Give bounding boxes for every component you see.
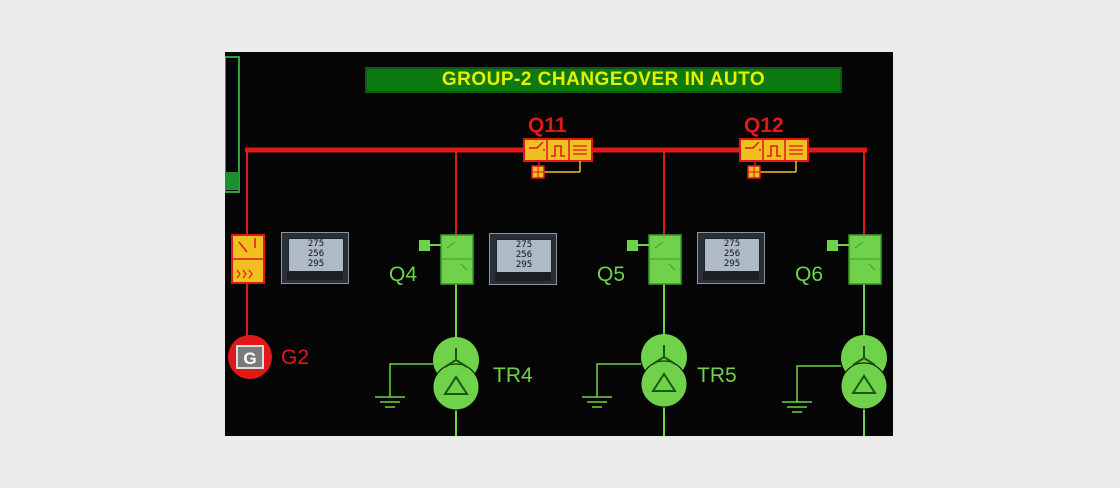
- status-banner: GROUP-2 CHANGEOVER IN AUTO: [365, 67, 842, 93]
- q5-label: Q5: [597, 263, 625, 286]
- tr4-label: TR4: [493, 364, 533, 387]
- q6-breaker[interactable]: [827, 234, 882, 285]
- q5-breaker[interactable]: [627, 234, 682, 285]
- meter-reading: 295: [723, 259, 741, 269]
- meter-display: 275 256 295: [496, 239, 552, 273]
- left-panel-indicator: [225, 172, 239, 190]
- power-meter-tr5[interactable]: 275 256 295: [697, 232, 765, 284]
- meter-display: 275 256 295: [288, 238, 344, 272]
- ground-tr5: [582, 363, 641, 408]
- q12-label: Q12: [744, 114, 784, 137]
- meter-reading: 256: [515, 250, 533, 260]
- meter-reading: 256: [723, 249, 741, 259]
- ground-tr6: [782, 365, 841, 413]
- diagram-canvas: G: [225, 56, 888, 436]
- ground-tr4: [375, 363, 433, 408]
- q6-label: Q6: [795, 263, 823, 286]
- scada-single-line-diagram: G: [225, 52, 893, 436]
- meter-reading: 256: [307, 249, 325, 259]
- generator-symbol: G: [243, 349, 256, 368]
- q4-breaker[interactable]: [419, 234, 474, 285]
- generator-g2[interactable]: G: [228, 335, 272, 379]
- power-meter-tr4[interactable]: 275 256 295: [489, 233, 557, 285]
- tr5-label: TR5: [697, 364, 737, 387]
- meter-buttons: [495, 273, 551, 281]
- transformer-tr6[interactable]: [840, 335, 888, 410]
- transformer-tr4[interactable]: [432, 337, 480, 411]
- q11-label: Q11: [528, 114, 567, 137]
- g2-label: G2: [281, 346, 309, 369]
- q11-breaker[interactable]: [523, 138, 593, 179]
- transformer-tr5[interactable]: [640, 334, 688, 408]
- meter-buttons: [287, 272, 343, 280]
- left-panel-frame: [225, 56, 240, 193]
- power-meter-g2[interactable]: 275 256 295: [281, 232, 349, 284]
- q4-label: Q4: [389, 263, 417, 286]
- meter-reading: 275: [307, 239, 325, 249]
- meter-reading: 295: [307, 259, 325, 269]
- q12-breaker[interactable]: [739, 138, 809, 179]
- g2-breaker[interactable]: [231, 234, 265, 284]
- meter-buttons: [703, 272, 759, 280]
- meter-reading: 295: [515, 260, 533, 270]
- meter-display: 275 256 295: [704, 238, 760, 272]
- meter-reading: 275: [723, 239, 741, 249]
- meter-reading: 275: [515, 240, 533, 250]
